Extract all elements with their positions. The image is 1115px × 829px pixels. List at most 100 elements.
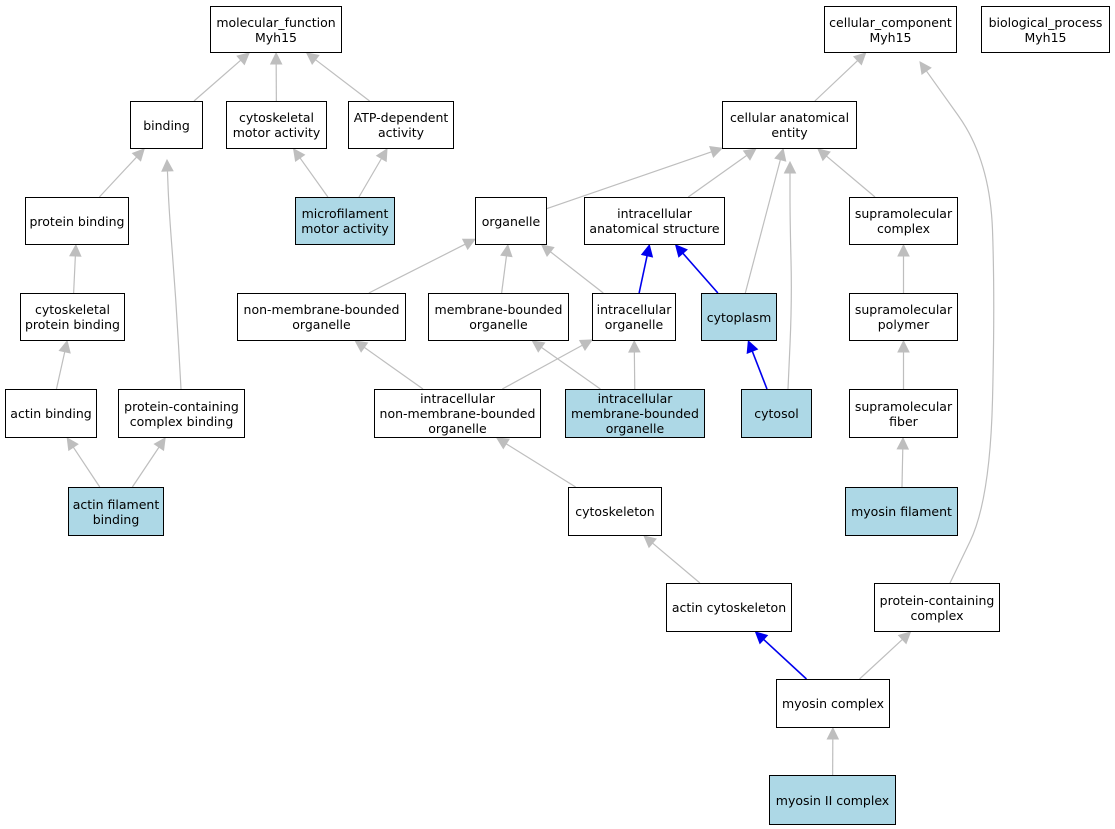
- node-cytoskeleton[interactable]: cytoskeleton: [568, 487, 662, 536]
- edge-arrowhead: [897, 339, 910, 353]
- edge-csk-to-inmbo: [495, 437, 576, 488]
- edge-line: [299, 157, 329, 198]
- edge-smp-to-smc: [897, 243, 910, 293]
- edge-line: [682, 252, 719, 294]
- node-label: cytosol: [754, 406, 799, 421]
- node-label: protein-containing complex binding: [124, 398, 239, 429]
- edge-line: [787, 173, 792, 390]
- edge-line: [73, 255, 76, 294]
- node-binding[interactable]: binding: [130, 101, 203, 149]
- node-label: molecular_function Myh15: [216, 14, 336, 45]
- edge-arrowhead: [161, 158, 174, 172]
- edge-arrowhead: [643, 535, 657, 549]
- edge-line: [859, 639, 903, 680]
- node-intracellular-non-membrane-bounded-organelle[interactable]: intracellular non-membrane-bounded organ…: [374, 389, 541, 438]
- edge-arrowhead: [292, 148, 306, 163]
- edge-line: [166, 170, 182, 390]
- node-cytoskeletal-motor-activity[interactable]: cytoskeletal motor activity: [226, 101, 327, 149]
- edge-org-to-cae: [546, 146, 724, 210]
- edge-imbo-to-io: [628, 339, 641, 390]
- edge-arrowhead: [375, 148, 388, 163]
- edge-line: [505, 443, 576, 488]
- node-intracellular-anatomical-structure[interactable]: intracellular anatomical structure: [584, 197, 725, 245]
- node-myosin-complex[interactable]: myosin complex: [776, 679, 890, 728]
- node-cellular-anatomical-entity[interactable]: cellular anatomical entity: [722, 101, 857, 149]
- edge-arrowhead: [131, 148, 145, 162]
- edge-ias-to-cae: [687, 148, 757, 198]
- edge-line: [751, 350, 768, 390]
- node-membrane-bounded-organelle[interactable]: membrane-bounded organelle: [428, 293, 569, 341]
- edge-cyto-to-ias: [674, 244, 719, 294]
- node-supramolecular-polymer[interactable]: supramolecular polymer: [849, 293, 958, 341]
- node-non-membrane-bounded-organelle[interactable]: non-membrane-bounded organelle: [237, 293, 406, 341]
- node-cytoplasm[interactable]: cytoplasm: [701, 293, 777, 341]
- edge-pcc-to-cc: [919, 61, 995, 584]
- edge-arrowhead: [746, 339, 759, 355]
- edge-my2-to-myc: [826, 726, 840, 776]
- node-label: membrane-bounded organelle: [434, 302, 563, 332]
- node-actin-filament-binding[interactable]: actin filament binding: [68, 487, 164, 536]
- node-molecular-function[interactable]: molecular_function Myh15: [210, 6, 342, 53]
- edge-arrowhead: [540, 244, 555, 258]
- node-protein-containing-complex[interactable]: protein-containing complex: [874, 583, 1000, 632]
- edge-pccb-to-binding: [161, 158, 182, 390]
- node-label: actin binding: [10, 406, 92, 421]
- node-cytoskeletal-protein-binding[interactable]: cytoskeletal protein binding: [20, 293, 125, 341]
- edge-arrowhead: [817, 148, 831, 162]
- node-myosin-filament[interactable]: myosin filament: [845, 487, 958, 536]
- edge-io-to-ias: [638, 243, 654, 294]
- node-microfilament-motor-activity[interactable]: microfilament motor activity: [295, 197, 395, 245]
- node-actin-binding[interactable]: actin binding: [5, 389, 97, 438]
- node-label: cellular_component Myh15: [829, 14, 952, 45]
- edge-afb-to-ab: [66, 437, 101, 488]
- node-biological-process[interactable]: biological_process Myh15: [981, 6, 1110, 53]
- edge-arrowhead: [578, 339, 593, 352]
- edge-arrowhead: [500, 243, 513, 258]
- edge-arrowhead: [896, 436, 910, 450]
- node-cytosol[interactable]: cytosol: [741, 389, 812, 438]
- node-label: protein-containing complex: [879, 592, 995, 623]
- edge-line: [368, 243, 466, 294]
- edge-line: [72, 446, 101, 488]
- node-label: actin filament binding: [72, 496, 160, 527]
- edge-line: [638, 255, 648, 294]
- node-protein-containing-complex-binding[interactable]: protein-containing complex binding: [118, 389, 245, 438]
- edge-line: [744, 159, 781, 294]
- node-organelle[interactable]: organelle: [475, 197, 547, 245]
- edge-line: [546, 151, 712, 210]
- edge-arrowhead: [69, 243, 82, 257]
- edge-acsk-to-csk: [643, 535, 701, 584]
- node-intracellular-organelle[interactable]: intracellular organelle: [592, 293, 676, 341]
- edge-arrowhead: [354, 340, 369, 353]
- node-supramolecular-fiber[interactable]: supramolecular fiber: [849, 389, 958, 438]
- edge-binding-to-mf: [193, 52, 250, 102]
- edge-cytosol-to-cae: [783, 160, 797, 390]
- edge-arrowhead: [674, 244, 688, 258]
- edge-arrowhead: [709, 146, 724, 158]
- node-atp-dependent-activity[interactable]: ATP-dependent activity: [348, 101, 454, 149]
- edge-arrowhead: [236, 52, 250, 66]
- node-label: intracellular organelle: [596, 302, 672, 332]
- edge-line: [98, 156, 138, 198]
- node-label: supramolecular polymer: [854, 302, 953, 332]
- edge-cpb-to-pb: [69, 243, 82, 294]
- node-label: myosin complex: [781, 696, 885, 711]
- node-label: protein binding: [29, 213, 125, 229]
- edge-line: [814, 60, 859, 102]
- edge-line: [925, 70, 995, 584]
- edge-line: [501, 255, 508, 294]
- edge-line: [541, 346, 601, 390]
- edge-line: [55, 351, 66, 390]
- edge-arrowhead: [783, 160, 797, 174]
- node-label: actin cytoskeleton: [671, 600, 787, 615]
- node-cellular-component[interactable]: cellular_component Myh15: [824, 6, 957, 53]
- node-myosin-ii-complex[interactable]: myosin II complex: [769, 775, 896, 825]
- edge-line: [652, 542, 701, 584]
- node-supramolecular-complex[interactable]: supramolecular complex: [849, 197, 958, 245]
- edge-myc-to-acsk: [754, 631, 808, 680]
- node-actin-cytoskeleton[interactable]: actin cytoskeleton: [666, 583, 792, 632]
- node-label: biological_process Myh15: [988, 14, 1103, 45]
- node-intracellular-membrane-bounded-organelle[interactable]: intracellular membrane-bounded organelle: [565, 389, 705, 438]
- edge-arrowhead: [640, 243, 654, 258]
- node-protein-binding[interactable]: protein binding: [25, 197, 129, 245]
